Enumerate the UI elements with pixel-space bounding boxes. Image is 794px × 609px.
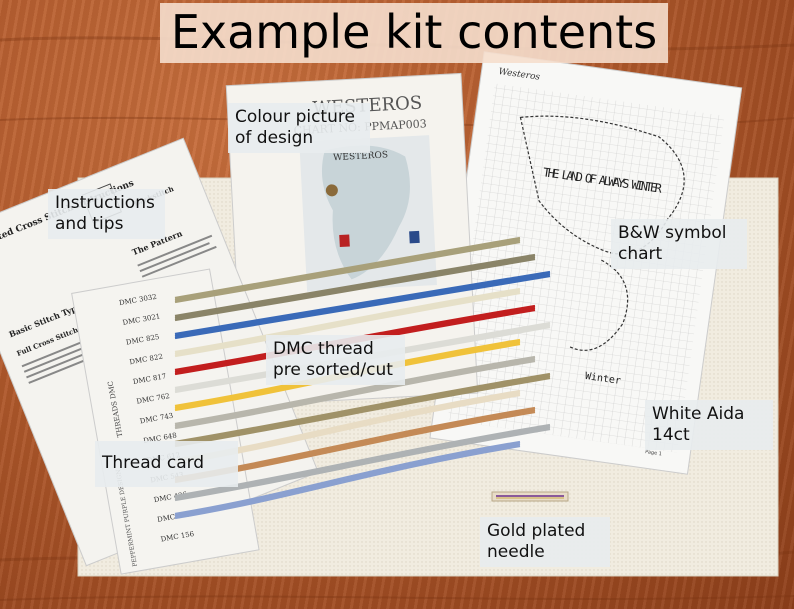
thread-strand: [174, 442, 521, 518]
thread-strand: [174, 240, 521, 304]
thread-strand: [174, 372, 551, 444]
label-bw-chart: B&W symbol chart: [611, 219, 747, 269]
thread-strand: [174, 287, 521, 354]
colour-picture-page: WESTEROS CHART NO: PPMAP003 WESTEROS: [225, 72, 479, 406]
thread-strand: [174, 355, 536, 426]
thread-strand: [174, 357, 536, 428]
thread-strand: [174, 423, 551, 498]
label-white-aida: White Aida 14ct: [645, 400, 773, 450]
thread-strand: [174, 425, 551, 500]
thread-strand: [174, 253, 536, 318]
thread-strand: [174, 238, 521, 302]
thread-strand: [174, 376, 551, 448]
gold-plated-needle: [491, 491, 569, 502]
thread-strand: [174, 272, 551, 338]
thread-strand: [174, 374, 551, 446]
page-number: Page 1: [645, 449, 663, 457]
chart-winter-text: Winter: [584, 371, 621, 387]
thread-strand: [174, 440, 521, 516]
thread-strand: [174, 444, 521, 520]
thread-strand: [174, 291, 521, 358]
thread-strand: [174, 359, 536, 430]
thread-strand: [174, 236, 521, 300]
thread-strand: [174, 274, 551, 340]
page-title: Example kit contents: [160, 3, 668, 63]
label-thread-card: Thread card: [95, 441, 238, 487]
thread-bundle: [174, 236, 551, 520]
thread-strand: [174, 257, 536, 322]
map-label: WESTEROS: [333, 150, 388, 163]
thread-strand: [174, 427, 551, 502]
thread-strand: [174, 270, 551, 336]
label-colour-picture: Colour picture of design: [228, 103, 370, 153]
label-instructions: Instructions and tips: [48, 189, 165, 239]
thread-strand: [174, 289, 521, 356]
label-dmc-thread: DMC thread pre sorted/cut: [266, 335, 405, 385]
label-needle: Gold plated needle: [480, 517, 610, 567]
thread-strand: [174, 255, 536, 320]
